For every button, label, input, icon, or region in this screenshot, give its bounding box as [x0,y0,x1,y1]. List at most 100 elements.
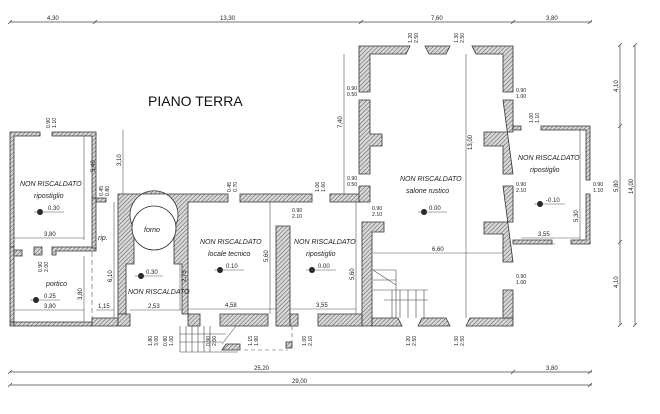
dim-small-room-width: 2,53 [148,304,160,310]
opening-w: 0.90 [206,336,212,346]
opening-h: 1.10 [535,113,541,123]
opening-h: 1.10 [593,188,603,194]
room-name: salone rustico [406,188,449,195]
dim-tecnico-width: 4,58 [225,303,237,309]
room-status: NON RISCALDATO [400,176,462,183]
opening-w: 1.30 [454,33,460,43]
room-name: portico [45,281,67,288]
dim-left-wing: 3,10 [117,154,123,166]
dim-top-4: 3,80 [546,16,558,22]
opening-w: 1.80 [148,336,154,346]
dim-bottom-partial: 25,20 [254,366,270,372]
opening-w: 0.90 [372,206,382,212]
opening-w: 0.90 [38,262,44,272]
dim-portico-width: 3,80 [44,304,56,310]
plan-title: PIANO TERRA [148,93,243,109]
opening-h: 0.50 [347,92,357,98]
opening-w: 0.80 [163,336,169,346]
room-level: 0.30 [146,270,158,276]
room-status: NON RISCALDATO [128,289,190,296]
room-status: NON RISCALDATO [518,155,580,162]
opening-h: 0.50 [347,182,357,188]
room-level: 0.10 [226,264,238,270]
dim-salone-width: 6,60 [432,247,444,253]
room-name: ripostiglio [306,251,336,258]
opening-h: 2.50 [412,336,418,346]
room-status: NON RISCALDATO [294,239,356,246]
room-status: NON RISCALDATO [20,181,82,188]
room-salone-rustico: NON RISCALDATO salone rustico 0.00 [400,176,462,215]
opening-h: 1.10 [52,118,58,128]
room-name: locale tecnico [208,251,251,258]
dim-rip2-width: 3,55 [316,303,328,309]
opening-w: 0.90 [347,176,357,182]
opening-h: 0.80 [105,186,111,196]
opening-h: 1.00 [516,280,526,286]
opening-w: 1.20 [406,336,412,346]
opening-w: 0.90 [516,182,526,188]
dim-right-bottom: 4,10 [614,276,620,288]
opening-w: 0.90 [46,118,52,128]
room-level: 0.00 [429,206,441,212]
interior-dimension-lines: 5,40 3,80 3,80 3,80 6,10 1,15 3,10 2,53 … [14,54,581,322]
room-name: ripostiglio [530,167,560,174]
dim-room1-height: 5,40 [91,160,97,172]
opening-w: 1.30 [454,336,460,346]
opening-h: 1.00 [516,94,526,100]
dim-hall-height: 7,40 [338,116,344,128]
dim-portico-height: 3,80 [78,288,84,300]
dim-bottom-right: 3,80 [546,366,558,372]
opening-w: 0.90 [516,274,526,280]
opening-w: 0.90 [593,182,603,188]
room-portico: portico 0.25 [30,281,67,303]
walls [9,45,591,327]
bottom-dimension-lines: 25,20 3,80 29,00 [7,366,593,388]
dim-tecnico-height: 5,60 [264,250,270,262]
dim-top-1: 4,30 [47,16,59,22]
room-rip-label: rip. [98,235,108,242]
dim-salone-height: 13,00 [468,134,474,150]
room-level: -0.10 [546,198,560,204]
dim-right-total: 14,00 [629,178,635,194]
staircase-salone [372,269,428,318]
opening-h: 2.00 [212,336,218,346]
opening-w: 1.00 [529,113,535,123]
opening-h: 1.60 [321,182,327,192]
dim-room1-width: 3,80 [44,232,56,238]
dim-top-2: 13,30 [220,16,236,22]
dim-rip-height: 6,10 [108,270,114,282]
dim-bottom-total: 29,00 [292,379,308,385]
staircase-entrance [179,325,293,353]
opening-h: 2.10 [516,188,526,194]
opening-h: 2.50 [460,33,466,43]
opening-w: 0.45 [99,186,105,196]
room-ripostiglio-right: NON RISCALDATO ripostiglio -0.10 [518,155,580,207]
room-name: ripostiglio [34,193,64,200]
opening-w: 0.90 [347,86,357,92]
opening-h: 2.10 [308,336,314,346]
opening-w: 1.06 [315,182,321,192]
opening-w: 0.90 [516,88,526,94]
dim-rip3-width: 3,55 [538,232,550,238]
opening-w: 1.15 [248,336,254,346]
dim-small-room-height: 2,75 [182,270,188,282]
opening-h: 2.50 [414,33,420,43]
opening-w: 0.45 [227,182,233,192]
opening-h: 2.00 [44,262,50,272]
dim-rip2-height: 5,60 [350,268,356,280]
opening-w: 1.20 [408,33,414,43]
room-ripostiglio-left: NON RISCALDATO ripostiglio 0.30 [20,181,82,215]
opening-h: 1.00 [169,336,175,346]
opening-h: 3.00 [154,336,160,346]
opening-h: 2.10 [292,214,302,220]
room-small-unheated: 0.30 NON RISCALDATO [128,270,190,296]
right-dimension-lines: 4,10 5,80 4,10 14,00 [614,42,638,328]
room-level: 0.30 [48,206,60,212]
dim-right-middle: 5,80 [614,180,620,192]
room-level: 0.25 [44,294,56,300]
dim-right-top: 4,10 [614,80,620,92]
room-locale-tecnico: NON RISCALDATO locale tecnico 0.10 [200,239,262,273]
dim-top-3: 7,60 [431,16,443,22]
dim-rip3-height: 5,30 [574,210,580,222]
